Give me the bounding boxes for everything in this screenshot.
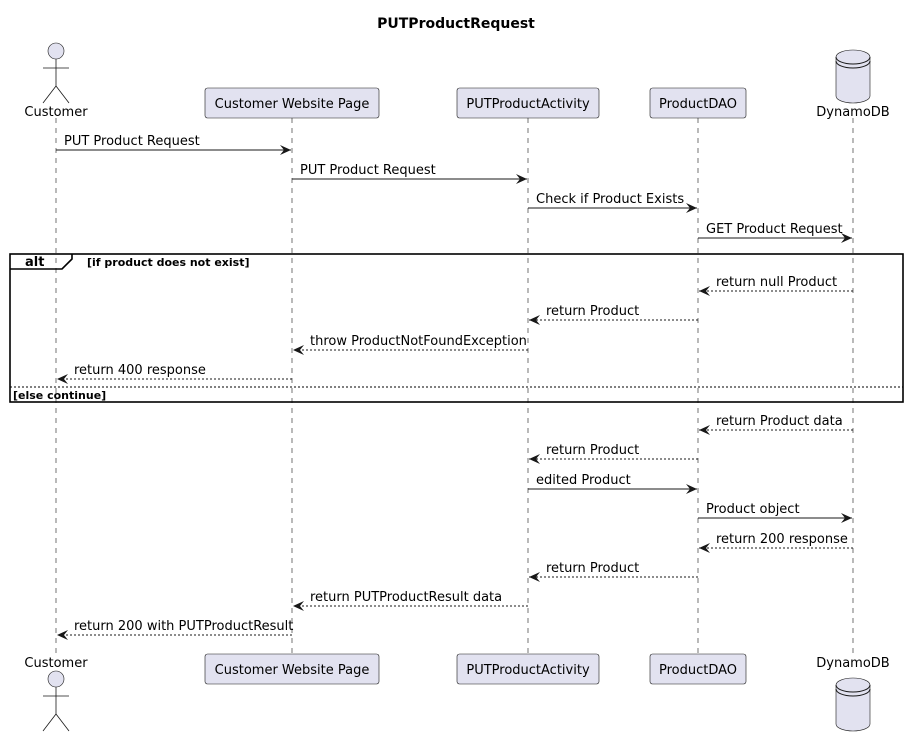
participant-box	[456, 87, 600, 119]
message: return Product	[529, 443, 698, 464]
actor-icon	[42, 670, 70, 732]
participant-label: Customer	[24, 105, 88, 120]
message: edited Product	[528, 473, 697, 494]
message-label: edited Product	[536, 473, 631, 488]
participant-label: PUTProductActivity	[466, 663, 590, 678]
message: Product object	[698, 502, 852, 523]
message-label: return Product	[546, 561, 639, 576]
message-label: return Product	[546, 443, 639, 458]
actor-icon	[42, 42, 70, 104]
message-label: return 200 response	[716, 532, 848, 547]
participant-box	[456, 653, 600, 685]
participant-label: Customer Website Page	[215, 663, 370, 678]
participant-db-top: DynamoDB	[816, 49, 890, 120]
message: return PUTProductResult data	[293, 590, 528, 611]
lifelines	[55, 118, 854, 654]
message-label: return null Product	[716, 275, 837, 290]
message: PUT Product Request	[292, 163, 527, 184]
message: return 400 response	[57, 363, 292, 384]
message-label: PUT Product Request	[300, 163, 436, 178]
alt-keyword: alt	[25, 255, 44, 270]
database-icon	[835, 49, 871, 104]
message-label: return 200 with PUTProductResult	[74, 619, 293, 634]
participant-box	[204, 653, 380, 685]
participant-label: PUTProductActivity	[466, 97, 590, 112]
message-label: return 400 response	[74, 363, 206, 378]
message-label: throw ProductNotFoundException	[310, 334, 527, 349]
participant-activity-bottom: PUTProductActivity	[456, 653, 600, 685]
message: GET Product Request	[698, 222, 852, 243]
alt-guard: [if product does not exist]	[87, 256, 250, 269]
diagram-title: PUTProductRequest	[377, 16, 535, 32]
participant-activity-top: PUTProductActivity	[456, 87, 600, 119]
alt-frame	[9, 253, 904, 403]
message-label: return Product data	[716, 414, 843, 429]
participant-dao-top: ProductDAO	[649, 87, 747, 119]
message-label: GET Product Request	[706, 222, 843, 237]
participant-label: Customer Website Page	[215, 97, 370, 112]
message-label: PUT Product Request	[64, 134, 200, 149]
message: return 200 response	[699, 532, 853, 553]
participant-customer-bottom: Customer	[24, 656, 88, 732]
participant-box	[649, 87, 747, 119]
participant-customer-top: Customer	[24, 42, 88, 120]
message: Check if Product Exists	[528, 192, 697, 213]
message: return Product data	[699, 414, 853, 435]
alt-fragment: alt [if product does not exist] [else cont…	[9, 253, 904, 403]
message-label: return Product	[546, 304, 639, 319]
participant-db-bottom: DynamoDB	[816, 656, 890, 732]
message: return Product	[529, 561, 698, 582]
participant-label: Customer	[24, 656, 88, 671]
message: return Product	[529, 304, 698, 325]
database-icon	[835, 677, 871, 732]
participant-label: ProductDAO	[659, 663, 737, 678]
participant-label: DynamoDB	[816, 105, 889, 120]
participant-website-bottom: Customer Website Page	[204, 653, 380, 685]
participant-box	[204, 87, 380, 119]
participant-label: ProductDAO	[659, 97, 737, 112]
participant-label: DynamoDB	[816, 656, 889, 671]
message-label: Check if Product Exists	[536, 192, 684, 207]
message: throw ProductNotFoundException	[293, 334, 528, 355]
message: return null Product	[699, 275, 853, 296]
else-guard: [else continue]	[13, 389, 106, 402]
message-label: return PUTProductResult data	[310, 590, 502, 605]
alt-tab	[10, 254, 73, 270]
message: return 200 with PUTProductResult	[57, 619, 293, 640]
participant-dao-bottom: ProductDAO	[649, 653, 747, 685]
participant-website-top: Customer Website Page	[204, 87, 380, 119]
message: PUT Product Request	[56, 134, 291, 155]
message-label: Product object	[706, 502, 800, 517]
participant-box	[649, 653, 747, 685]
